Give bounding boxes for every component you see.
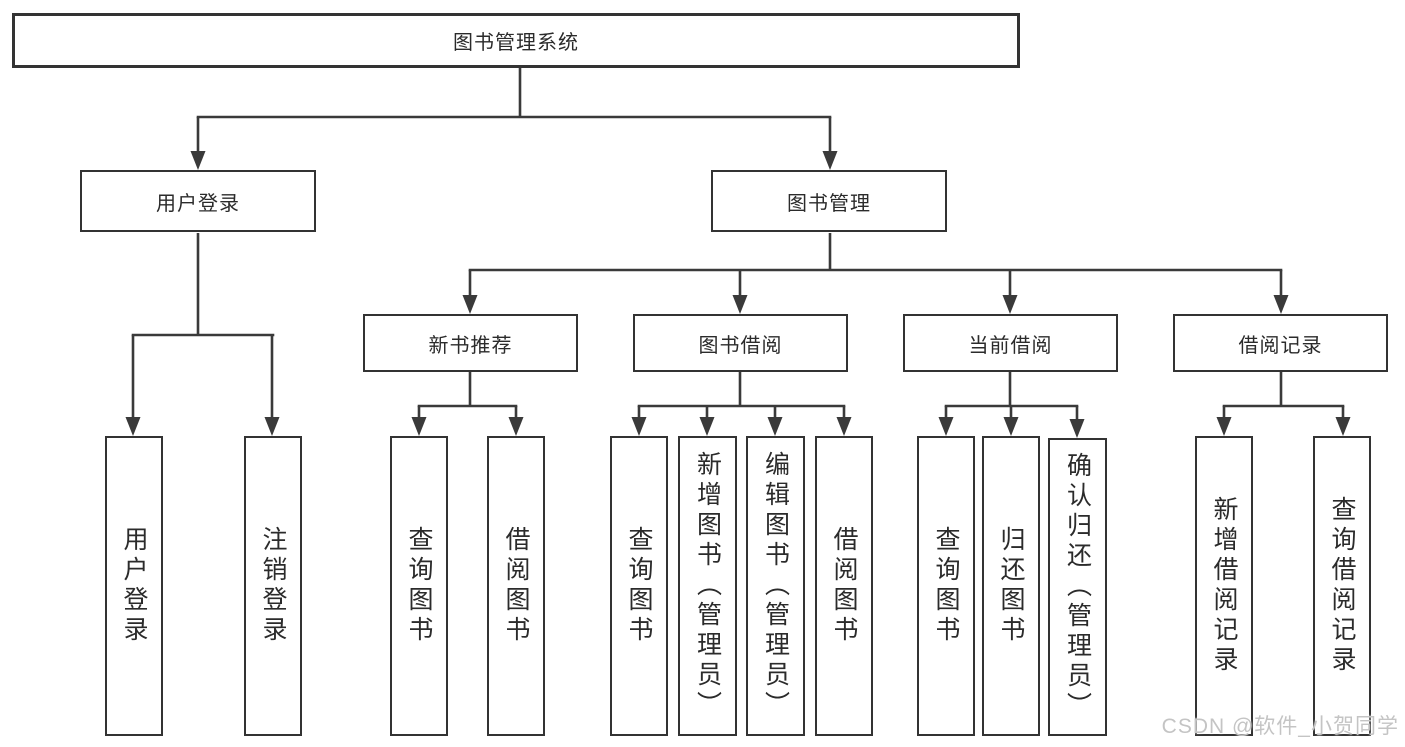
node-label: 图书借阅	[698, 334, 783, 357]
node-label: 当前借阅	[968, 334, 1053, 357]
leaf-label: 新增图书（管理员）	[693, 451, 722, 721]
node-book-borrow: 图书借阅	[633, 314, 848, 372]
node-label: 借阅记录	[1238, 334, 1323, 357]
arrowhead-down-icon	[732, 295, 748, 314]
leaf-label: 查询借阅记录	[1328, 496, 1356, 676]
leaf-query-book-2: 查询图书	[610, 436, 668, 736]
leaf-return-book: 归还图书	[982, 436, 1040, 736]
leaf-borrow-book-2: 借阅图书	[815, 436, 873, 736]
arrowhead-down-icon	[125, 417, 141, 436]
leaf-label: 借阅图书	[830, 526, 858, 646]
node-current-borrow: 当前借阅	[903, 314, 1118, 372]
leaf-label: 查询图书	[932, 526, 960, 646]
node-label: 新书推荐	[428, 334, 513, 357]
node-borrow-record: 借阅记录	[1173, 314, 1388, 372]
leaf-query-book-3: 查询图书	[917, 436, 975, 736]
node-label: 图书管理	[787, 192, 871, 215]
leaf-add-book-admin: 新增图书（管理员）	[678, 436, 737, 736]
arrowhead-down-icon	[631, 417, 647, 436]
node-book-management: 图书管理	[711, 170, 947, 232]
arrowhead-down-icon	[1216, 417, 1232, 436]
node-user-login: 用户登录	[80, 170, 316, 232]
arrowhead-down-icon	[1069, 419, 1085, 438]
arrowhead-down-icon	[836, 417, 852, 436]
node-new-book-recommend: 新书推荐	[363, 314, 578, 372]
arrowhead-down-icon	[1335, 417, 1351, 436]
leaf-query-book-1: 查询图书	[390, 436, 448, 736]
node-label: 用户登录	[156, 192, 240, 215]
leaf-label: 新增借阅记录	[1210, 496, 1238, 676]
leaf-label: 查询图书	[625, 526, 653, 646]
arrowhead-down-icon	[1273, 295, 1289, 314]
leaf-logout: 注销登录	[244, 436, 302, 736]
arrowhead-down-icon	[1003, 417, 1019, 436]
leaf-label: 编辑图书（管理员）	[761, 451, 790, 721]
arrowhead-down-icon	[699, 417, 715, 436]
arrowhead-down-icon	[411, 417, 427, 436]
node-system-root: 图书管理系统	[12, 13, 1020, 68]
leaf-user-login: 用户登录	[105, 436, 163, 736]
arrowhead-down-icon	[822, 151, 838, 170]
leaf-query-borrow-record: 查询借阅记录	[1313, 436, 1371, 736]
leaf-add-borrow-record: 新增借阅记录	[1195, 436, 1253, 736]
leaf-label: 归还图书	[997, 526, 1025, 646]
arrowhead-down-icon	[1002, 295, 1018, 314]
leaf-label: 用户登录	[120, 526, 148, 646]
leaf-label: 查询图书	[405, 526, 433, 646]
leaf-label: 借阅图书	[502, 526, 530, 646]
leaf-edit-book-admin: 编辑图书（管理员）	[746, 436, 805, 736]
arrowhead-down-icon	[264, 417, 280, 436]
arrowhead-down-icon	[938, 417, 954, 436]
leaf-label: 注销登录	[259, 526, 287, 646]
leaf-confirm-return-admin: 确认归还（管理员）	[1048, 438, 1107, 736]
arrowhead-down-icon	[462, 295, 478, 314]
csdn-watermark: CSDN @软件_小贺同学	[1161, 715, 1399, 738]
arrowhead-down-icon	[508, 417, 524, 436]
node-label: 图书管理系统	[453, 32, 579, 54]
arrowhead-down-icon	[190, 151, 206, 170]
leaf-label: 确认归还（管理员）	[1063, 452, 1092, 722]
arrowhead-down-icon	[767, 417, 783, 436]
leaf-borrow-book-1: 借阅图书	[487, 436, 545, 736]
